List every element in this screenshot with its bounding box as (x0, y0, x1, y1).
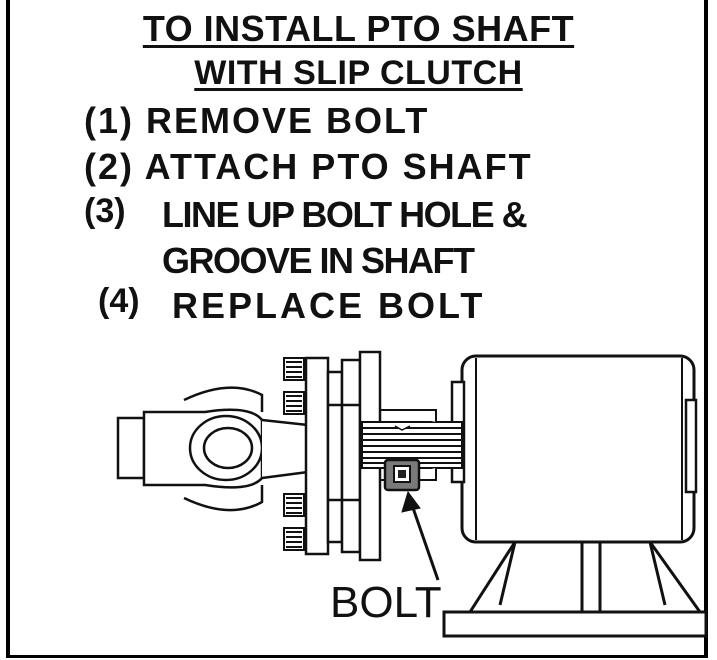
gearbox-stand (442, 541, 708, 638)
title-line-1: TO INSTALL PTO SHAFT (142, 8, 575, 49)
page-border (6, 0, 708, 658)
bolt-callout-arrow (401, 490, 440, 581)
step-2: (2) ATTACH PTO SHAFT (84, 146, 533, 188)
step-2-number: (2) (84, 146, 134, 187)
title-line-2: WITH SLIP CLUTCH (194, 54, 523, 92)
step-2-text: ATTACH PTO SHAFT (144, 146, 533, 187)
step-3-number: (3) (84, 192, 126, 230)
step-1-number: (1) (84, 100, 134, 141)
step-4-number: (4) (98, 282, 140, 320)
universal-joint-yoke (116, 386, 310, 512)
step-4-text: REPLACE BOLT (172, 285, 486, 326)
bolt (383, 458, 421, 492)
bolt-label: BOLT (330, 578, 442, 627)
step-1-text: REMOVE BOLT (146, 100, 430, 141)
step-3-text-line-1: LINE UP BOLT HOLE & (162, 194, 528, 235)
step-3-text-line-2: GROOVE IN SHAFT (162, 240, 475, 281)
step-1: (1) REMOVE BOLT (84, 100, 429, 142)
clutch-springs (283, 357, 305, 551)
gearbox-housing (450, 354, 698, 544)
